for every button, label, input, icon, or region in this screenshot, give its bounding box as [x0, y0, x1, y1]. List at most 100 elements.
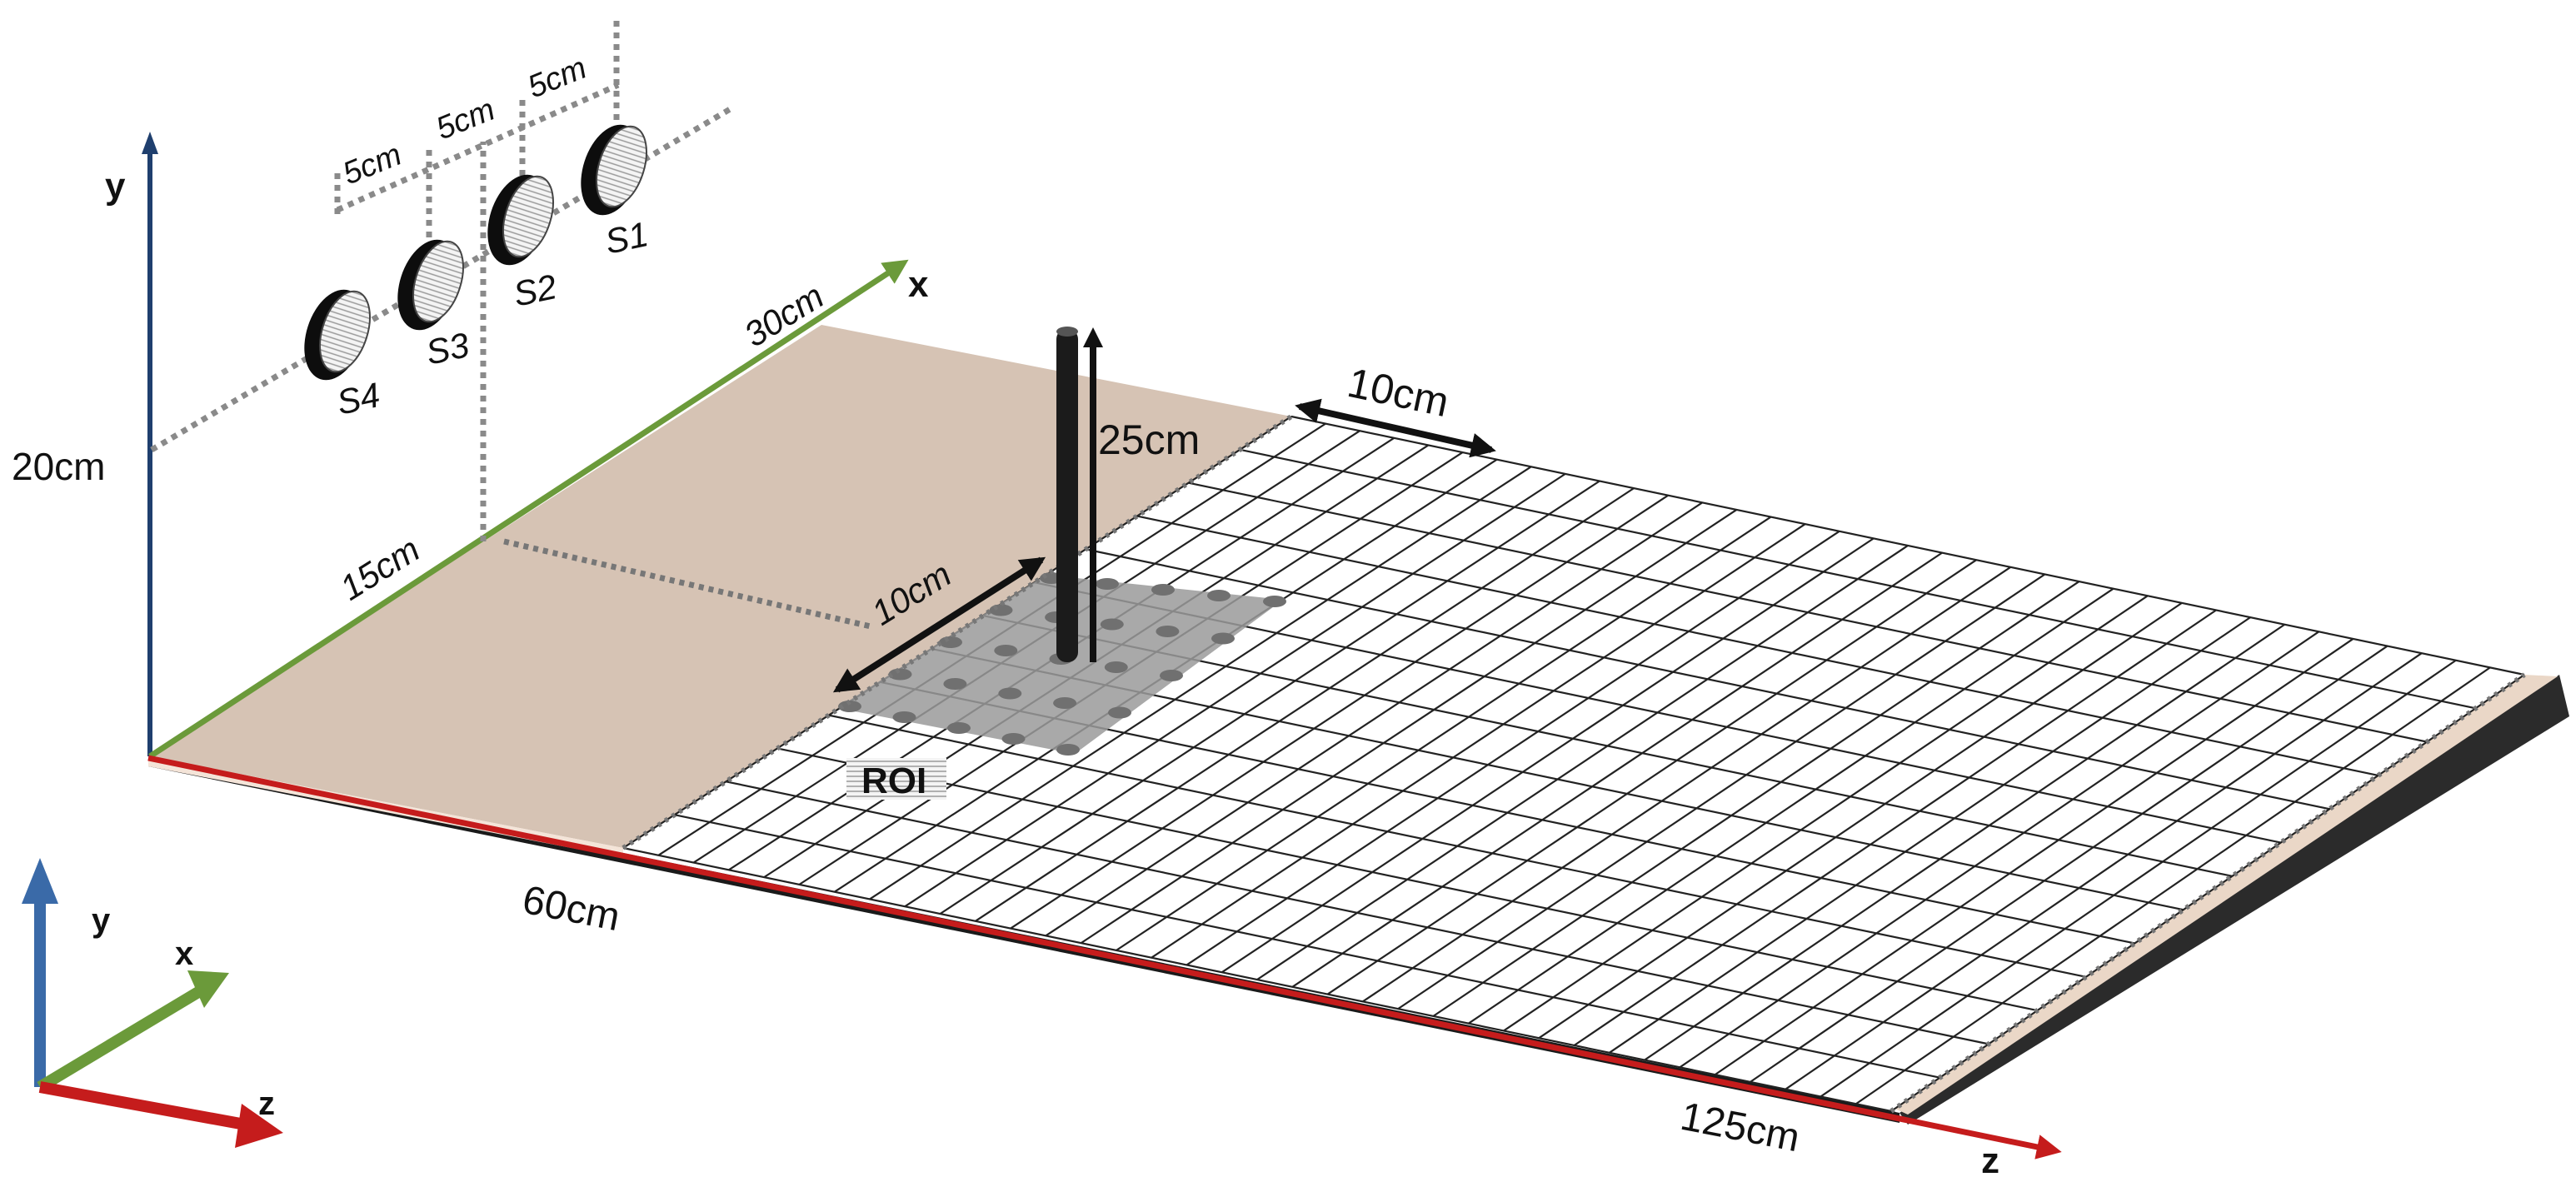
roi-dot: [994, 645, 1018, 656]
grid-line-cross: [1397, 573, 2046, 1010]
roi-dot: [1096, 578, 1119, 590]
triad-x-label: x: [175, 935, 193, 972]
roi-dot: [1001, 733, 1026, 745]
roi-dot: [1263, 596, 1286, 607]
grid-line-cross: [1256, 545, 1909, 980]
sensor-spacing-1: 5cm: [338, 137, 407, 192]
x-axis: [148, 259, 909, 759]
roi-dot: [947, 722, 971, 734]
grid-line-along: [1086, 548, 2330, 810]
grid-line-cross: [1432, 581, 2080, 1017]
grid-line-cross: [904, 472, 1566, 908]
grid-line-cross: [1785, 652, 2423, 1090]
roi-dot: [1151, 584, 1175, 596]
sensor-label: S1: [602, 214, 651, 262]
grid-line-cross: [1679, 631, 2319, 1069]
height-label: 20cm: [12, 445, 105, 488]
pole-top: [1056, 327, 1078, 337]
grid-line-along: [1240, 448, 2476, 710]
roi-dot: [888, 668, 912, 681]
pole-height-label: 25cm: [1098, 416, 1200, 463]
sensor-label: S4: [333, 375, 383, 422]
grid-line-cross: [1186, 530, 1840, 966]
roi-label-bg: [846, 758, 946, 800]
triad-y-arrow: [22, 858, 58, 904]
grid-line-cross: [1714, 638, 2354, 1076]
roi-dot: [838, 701, 861, 712]
y-axis-label: y: [105, 166, 126, 207]
roi-dot: [989, 604, 1013, 616]
pole: [1056, 329, 1078, 662]
roi-dot: [998, 687, 1022, 700]
grid-line-cross: [1081, 509, 1738, 945]
sensor-spacing-2: 5cm: [432, 92, 500, 147]
sensor-label: S2: [510, 267, 560, 314]
grid-line-along: [726, 781, 1989, 1045]
grid-cell-label: 10cm: [1344, 359, 1453, 426]
roi-dot: [943, 678, 967, 690]
grid-line-cross: [1221, 537, 1875, 974]
grid-line-along: [674, 814, 1940, 1079]
grid-line-along: [776, 747, 2038, 1012]
grid-line-cross: [869, 466, 1532, 900]
grid-line-cross: [1573, 609, 2217, 1046]
grid-line-along: [828, 714, 2087, 978]
roi-dot: [1056, 744, 1080, 756]
grid-line-cross: [1151, 523, 1806, 959]
y-axis-arrowhead: [142, 132, 158, 154]
sensor-s1: S1: [581, 124, 651, 262]
grid-line-cross: [1045, 501, 1703, 937]
grid-line-along: [1290, 415, 2525, 676]
grid-cell-arrow: [1295, 398, 1496, 458]
roi-dot: [1211, 632, 1235, 645]
grid-line-cross: [1010, 494, 1669, 930]
roi-dot: [1104, 661, 1128, 673]
grid-line-along: [1136, 515, 2379, 776]
grid-line-cross: [1326, 559, 1977, 995]
sensor-s4: S4: [304, 289, 383, 422]
z-axis: [147, 755, 2062, 1160]
roi-dot: [1207, 590, 1231, 601]
grid-line-cross: [1644, 623, 2285, 1061]
grid-line-cross: [1116, 516, 1772, 951]
z-grid-label: 125cm: [1677, 1095, 1804, 1161]
grid-line-along: [622, 846, 1892, 1113]
grid-line-cross: [939, 480, 1600, 915]
sensor-projection-line: [503, 538, 871, 630]
sensor-s3: S3: [397, 239, 472, 372]
grid-line-cross: [1820, 659, 2457, 1098]
roi-dot: [939, 636, 962, 648]
roi-x-arrow: [832, 556, 1046, 693]
sensor-label: S3: [422, 325, 472, 372]
triad-z-label: z: [258, 1085, 275, 1122]
x-axis-label: x: [908, 264, 929, 305]
grid-line-cross: [1855, 666, 2491, 1105]
roi-dot: [1108, 706, 1131, 719]
grid-line-cross: [1291, 551, 1943, 988]
roi-dot: [1100, 618, 1124, 631]
sand-floor: [148, 325, 1291, 848]
triad-y-label: y: [92, 902, 111, 939]
grid-line-cross: [1362, 566, 2011, 1003]
z-axis-label: z: [1981, 1140, 1999, 1181]
triad-z-arrow: [235, 1104, 283, 1148]
triad-x-arrow: [187, 970, 229, 1008]
roi-dot: [1053, 697, 1077, 709]
slab-right-edge: [1900, 675, 2569, 1125]
grid-line-cross: [1503, 595, 2149, 1032]
roi-dot: [1160, 670, 1183, 681]
grid-line-cross: [1468, 587, 2114, 1025]
grid-line-cross: [1609, 616, 2251, 1054]
sensor-spacing-3: 5cm: [523, 51, 592, 106]
sensor-s2: S2: [487, 174, 560, 314]
roi-dot: [892, 711, 916, 723]
grid-line-cross: [1750, 645, 2389, 1083]
roi-dot: [1156, 626, 1180, 637]
orientation-triad: [22, 858, 283, 1148]
roi-label: ROI: [861, 761, 926, 801]
grid-line-cross: [1538, 601, 2183, 1040]
z-total-label: 60cm: [519, 878, 623, 940]
far-grid-boundary: [1890, 672, 2526, 1114]
